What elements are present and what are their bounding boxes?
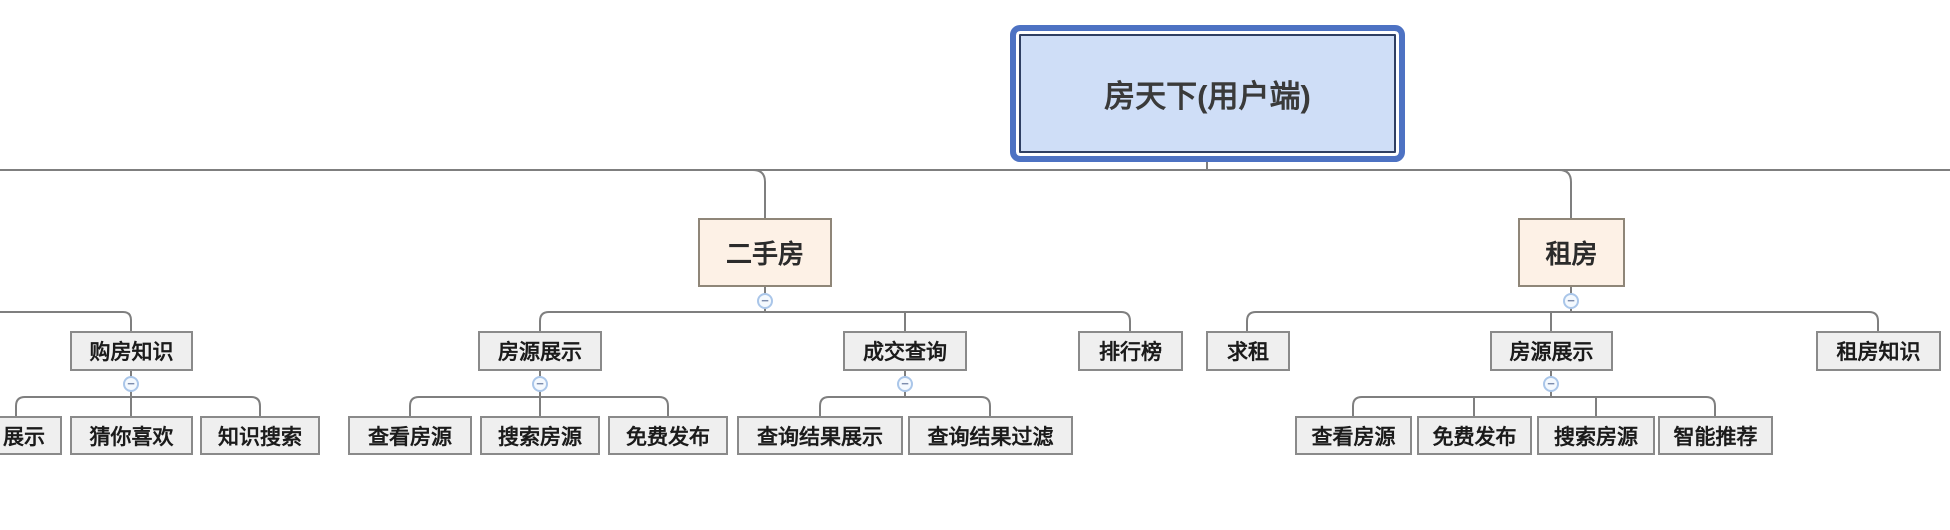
node-sousuo-esf[interactable]: 搜索房源 [480, 416, 600, 455]
rail-fangyuan-zf-children [1352, 396, 1716, 416]
rail-zufang-children [1246, 311, 1879, 331]
node-fangyuan-esf[interactable]: 房源展示 [478, 331, 602, 371]
node-root[interactable]: 房天下(用户端) [1010, 25, 1405, 162]
minus-icon: − [1547, 375, 1555, 391]
node-goufangzhishi[interactable]: 购房知识 [70, 331, 193, 371]
node-cainixihuan[interactable]: 猜你喜欢 [70, 416, 193, 455]
minus-icon: − [536, 375, 544, 391]
rail-offscreen-left-group [0, 311, 132, 331]
node-chengjiaochaxun[interactable]: 成交查询 [843, 331, 967, 371]
node-zhanshi[interactable]: 展示 [0, 416, 62, 455]
minus-icon: − [127, 375, 135, 391]
node-fangyuan-zf[interactable]: 房源展示 [1490, 331, 1613, 371]
node-zhinengtuijian[interactable]: 智能推荐 [1658, 416, 1773, 455]
node-qiuzu[interactable]: 求租 [1206, 331, 1290, 371]
node-mianfei-esf[interactable]: 免费发布 [608, 416, 728, 455]
elbow-zufang [1558, 169, 1572, 218]
elbow-ershoufang [752, 169, 766, 218]
collapse-button-goufangzhishi[interactable]: − [123, 376, 139, 392]
node-chakan-zf[interactable]: 查看房源 [1295, 416, 1412, 455]
node-ershoufang[interactable]: 二手房 [698, 218, 832, 287]
collapse-button-chengjiaochaxun[interactable]: − [897, 376, 913, 392]
minus-icon: − [901, 375, 909, 391]
node-zufang[interactable]: 租房 [1518, 218, 1625, 287]
minus-icon: − [761, 292, 769, 308]
node-chakan-esf[interactable]: 查看房源 [348, 416, 472, 455]
node-mianfei-zf[interactable]: 免费发布 [1417, 416, 1532, 455]
node-sousuo-zf[interactable]: 搜索房源 [1537, 416, 1655, 455]
node-jieguoguolv[interactable]: 查询结果过滤 [908, 416, 1073, 455]
collapse-button-ershoufang[interactable]: − [757, 293, 773, 309]
rail-ershoufang-children [539, 311, 1131, 331]
node-zhishisousuo[interactable]: 知识搜索 [200, 416, 320, 455]
rail-goufangzhishi-children [15, 396, 261, 416]
node-zufangzhishi[interactable]: 租房知识 [1816, 331, 1941, 371]
node-paihangbang[interactable]: 排行榜 [1078, 331, 1183, 371]
rail-chengjiaochaxun-children [819, 396, 991, 416]
minus-icon: − [1567, 292, 1575, 308]
node-jieguozhanshi[interactable]: 查询结果展示 [737, 416, 903, 455]
collapse-button-fangyuan-esf[interactable]: − [532, 376, 548, 392]
collapse-button-fangyuan-zf[interactable]: − [1543, 376, 1559, 392]
collapse-button-zufang[interactable]: − [1563, 293, 1579, 309]
